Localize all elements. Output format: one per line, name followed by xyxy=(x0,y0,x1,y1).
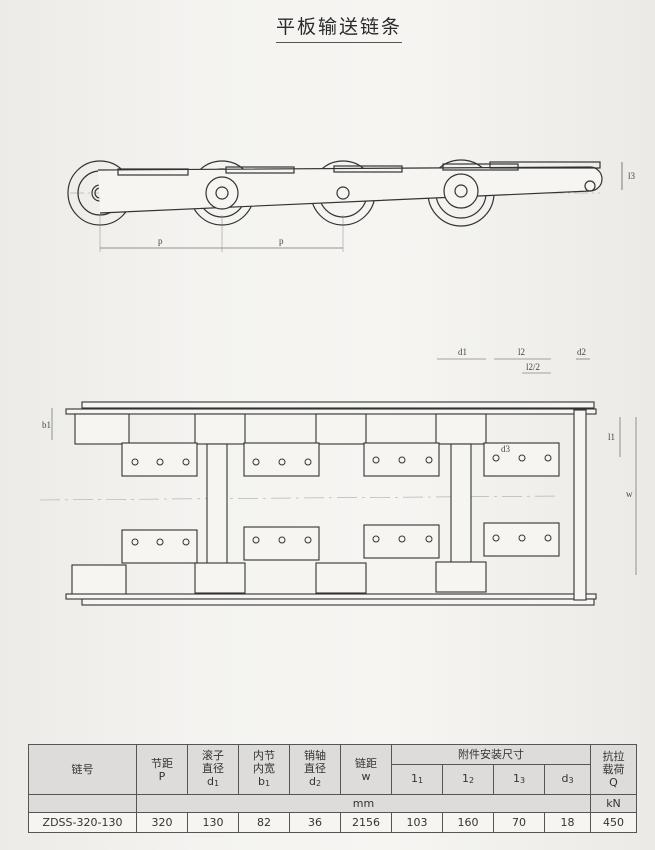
d1-label: d1 xyxy=(458,347,467,357)
l2-half-label: l2/2 xyxy=(526,362,540,372)
units-kn: kN xyxy=(590,794,637,813)
l2-label: l2 xyxy=(518,347,525,357)
side-view xyxy=(67,159,623,252)
header-l3: 13 xyxy=(493,764,545,795)
header-attachment: 附件安装尺寸 xyxy=(391,744,591,765)
header-chain-no: 链号 xyxy=(28,744,137,795)
table-row: ZDSS-320-130 320 130 82 36 2156 103 160 … xyxy=(28,812,637,833)
d2-label: d2 xyxy=(577,347,586,357)
header-d3: d3 xyxy=(544,764,591,795)
l3-label: l3 xyxy=(628,171,636,181)
header-l1: 11 xyxy=(391,764,443,795)
page-title: 平板输送链条 xyxy=(276,12,403,43)
top-view xyxy=(39,401,597,606)
d3-label: d3 xyxy=(501,444,511,454)
attachment-holes xyxy=(131,454,552,546)
pitch-label-2: p xyxy=(279,236,284,246)
l1-label: l1 xyxy=(608,432,615,442)
b1-label: b1 xyxy=(42,420,51,430)
header-l2: 12 xyxy=(442,764,494,795)
w-label: w xyxy=(626,489,633,499)
units-mm: mm xyxy=(136,794,591,813)
pitch-label-1: p xyxy=(158,236,163,246)
top-view-dims xyxy=(51,358,637,575)
